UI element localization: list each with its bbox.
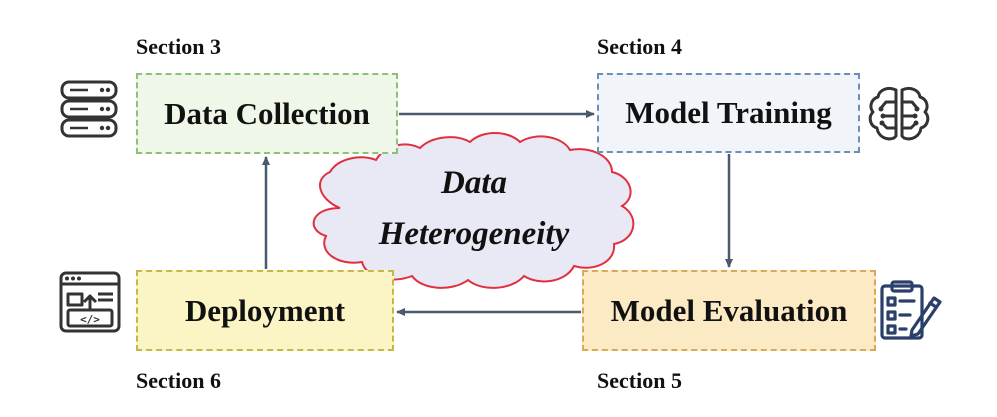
- data-collection-label: Data Collection: [164, 95, 370, 131]
- heterogeneity-cloud: [312, 132, 635, 289]
- web-code-upload-icon: </>: [59, 271, 121, 333]
- svg-text:</>: </>: [80, 313, 100, 326]
- cloud-title-line2: Heterogeneity: [378, 216, 570, 252]
- model-training-label: Model Training: [625, 95, 832, 130]
- deployment-label: Deployment: [184, 292, 346, 328]
- clipboard-edit-icon: [880, 280, 942, 340]
- section-label-deployment: Section 6: [136, 368, 221, 393]
- data-collection-box: Data Collection: [136, 73, 398, 154]
- model-evaluation-label: Model Evaluation: [610, 292, 848, 328]
- model-evaluation-box: Model Evaluation: [582, 270, 876, 351]
- deployment-box: Deployment: [136, 270, 394, 351]
- section-label-training: Section 4: [597, 34, 682, 59]
- database-icon: [60, 80, 118, 138]
- cloud-title-line1: Data: [441, 165, 507, 201]
- section-label-evaluation: Section 5: [597, 368, 682, 393]
- brain-icon: [868, 86, 930, 141]
- section-label-collection: Section 3: [136, 34, 221, 59]
- model-training-box: Model Training: [597, 73, 860, 153]
